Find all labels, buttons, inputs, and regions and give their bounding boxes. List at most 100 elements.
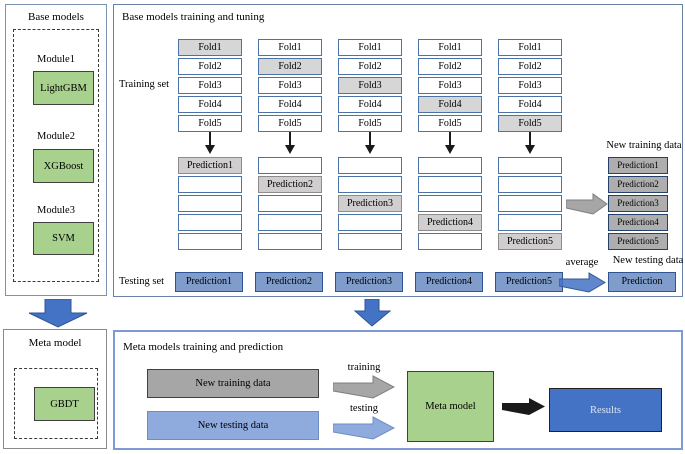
svm-box: SVM (33, 222, 94, 255)
fold-column-4: Fold1 Fold2 Fold3 Fold4 Fold5 Prediction… (415, 5, 483, 298)
empty-cell (258, 157, 322, 174)
fold-cell: Fold5 (418, 115, 482, 132)
fold-column-2: Fold1 Fold2 Fold3 Fold4 Fold5 Prediction… (255, 5, 323, 298)
results-arrow-icon (502, 398, 545, 415)
test-prediction-box: Prediction3 (335, 272, 403, 292)
meta-model-panel: Meta model GBDT (3, 329, 107, 449)
new-testing-data-bar: New testing data (147, 411, 319, 440)
empty-cell (178, 195, 242, 212)
fold-cell: Fold2 (178, 58, 242, 75)
average-label: average (565, 257, 599, 268)
new-training-data-label: New training data (606, 140, 682, 151)
training-arrow-icon (333, 375, 395, 399)
empty-cell (418, 157, 482, 174)
lightgbm-box: LightGBM (33, 71, 94, 105)
down-arrow-icon (285, 132, 295, 154)
right-arrow-blue-icon (559, 272, 606, 293)
new-training-data-bar: New training data (147, 369, 319, 398)
fold-cell: Fold5 (258, 115, 322, 132)
fold-cell: Fold1 (338, 39, 402, 56)
training-set-label: Training set (119, 79, 170, 90)
new-testing-data-label: New testing data (612, 255, 684, 266)
base-models-title: Base models (28, 11, 84, 23)
empty-cell (498, 176, 562, 193)
empty-cell (178, 214, 242, 231)
fold-cell: Fold1 (258, 39, 322, 56)
fold-cell: Fold2 (258, 58, 322, 75)
module2-label: Module2 (37, 131, 75, 142)
training-panel: Base models training and tuning Training… (113, 4, 683, 297)
fold-cell: Fold2 (338, 58, 402, 75)
empty-cell (258, 195, 322, 212)
fold-cell: Fold5 (338, 115, 402, 132)
meta-training-title: Meta models training and prediction (123, 341, 284, 353)
test-prediction-box: Prediction5 (495, 272, 563, 292)
fold-cell: Fold3 (338, 77, 402, 94)
fold-column-5: Fold1 Fold2 Fold3 Fold4 Fold5 Prediction… (495, 5, 563, 298)
down-arrow-icon (525, 132, 535, 154)
xgboost-box: XGBoost (33, 149, 94, 183)
empty-cell (498, 157, 562, 174)
prediction-cell: Prediction3 (338, 195, 402, 212)
fold-cell: Fold2 (418, 58, 482, 75)
fold-cell: Fold3 (418, 77, 482, 94)
test-prediction-box: Prediction4 (415, 272, 483, 292)
new-testing-prediction-box: Prediction (608, 272, 676, 292)
testing-arrow-icon (333, 416, 395, 440)
meta-model-box: Meta model (407, 371, 494, 442)
stack-item: Prediction3 (608, 195, 668, 212)
stack-item: Prediction1 (608, 157, 668, 174)
empty-cell (258, 214, 322, 231)
testing-set-label: Testing set (119, 276, 165, 287)
prediction-cell: Prediction1 (178, 157, 242, 174)
empty-cell (338, 176, 402, 193)
stack-item: Prediction5 (608, 233, 668, 250)
empty-cell (418, 195, 482, 212)
empty-cell (178, 176, 242, 193)
prediction-cell: Prediction2 (258, 176, 322, 193)
training-arrow-label: training (347, 362, 381, 373)
module1-label: Module1 (37, 54, 75, 65)
empty-cell (258, 233, 322, 250)
fold-cell: Fold4 (178, 96, 242, 113)
test-prediction-box: Prediction1 (175, 272, 243, 292)
fold-cell: Fold2 (498, 58, 562, 75)
fold-cell: Fold1 (178, 39, 242, 56)
fold-cell: Fold4 (338, 96, 402, 113)
down-block-arrow-middle-icon (354, 299, 391, 327)
meta-model-title: Meta model (28, 337, 82, 349)
fold-cell: Fold4 (498, 96, 562, 113)
stack-item: Prediction2 (608, 176, 668, 193)
fold-cell: Fold1 (418, 39, 482, 56)
down-arrow-icon (365, 132, 375, 154)
empty-cell (418, 233, 482, 250)
fold-cell: Fold3 (258, 77, 322, 94)
new-training-data-stack: Prediction1 Prediction2 Prediction3 Pred… (608, 5, 668, 298)
right-arrow-gray-icon (566, 193, 608, 215)
down-block-arrow-left-icon (28, 299, 88, 328)
meta-model-dashed-box: GBDT (14, 368, 98, 439)
fold-cell: Fold3 (498, 77, 562, 94)
results-box: Results (549, 388, 662, 432)
fold-cell: Fold5 (498, 115, 562, 132)
training-panel-title: Base models training and tuning (122, 11, 265, 23)
fold-cell: Fold4 (258, 96, 322, 113)
module3-label: Module3 (37, 205, 75, 216)
down-arrow-icon (205, 132, 215, 154)
empty-cell (338, 233, 402, 250)
meta-training-panel: Meta models training and prediction New … (113, 330, 683, 450)
empty-cell (338, 157, 402, 174)
test-prediction-box: Prediction2 (255, 272, 323, 292)
fold-cell: Fold5 (178, 115, 242, 132)
empty-cell (338, 214, 402, 231)
testing-arrow-label: testing (350, 403, 378, 414)
fold-column-3: Fold1 Fold2 Fold3 Fold4 Fold5 Prediction… (335, 5, 403, 298)
fold-cell: Fold1 (498, 39, 562, 56)
empty-cell (498, 195, 562, 212)
empty-cell (418, 176, 482, 193)
empty-cell (178, 233, 242, 250)
empty-cell (498, 214, 562, 231)
down-arrow-icon (445, 132, 455, 154)
base-models-panel: Base models Module1 LightGBM Module2 XGB… (5, 4, 107, 296)
